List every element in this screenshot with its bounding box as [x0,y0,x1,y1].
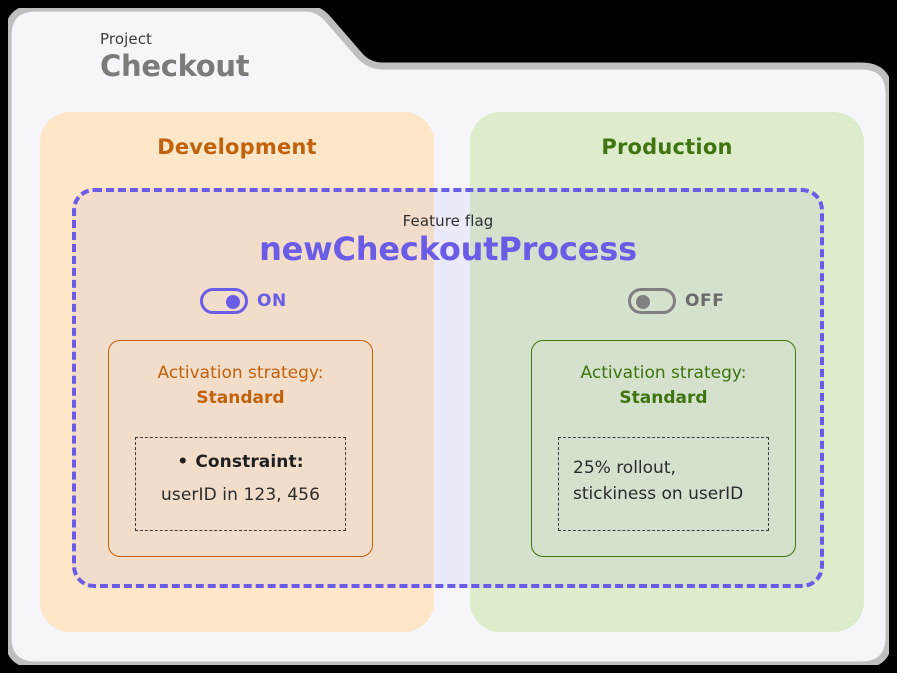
constraint-value: userID in 123, 456 [161,485,320,505]
constraint-label: Constraint: [195,452,304,472]
toggle-state-label-development: ON [257,291,287,311]
activation-strategy-label: Activation strategy: [580,363,747,383]
activation-strategy-card-development[interactable]: Activation strategy: Standard • Constrain… [108,340,373,557]
feature-flag-overlay[interactable]: Feature flag newCheckoutProcess ON OFF A… [72,188,824,588]
toggle-switch-off-icon[interactable] [628,288,676,314]
feature-flag-name: newCheckoutProcess [259,230,637,268]
constraint-box-development: • Constraint: userID in 123, 456 [135,437,346,531]
rollout-line-2: stickiness on userID [573,483,744,504]
bullet-icon: • [177,452,189,472]
feature-toggle-production[interactable]: OFF [628,288,724,314]
environment-title-development: Development [157,135,317,159]
feature-flag-kicker-label: Feature flag [402,212,494,230]
rollout-box-production: 25% rollout, stickiness on userID [558,437,769,531]
activation-strategy-value: Standard [619,387,708,408]
activation-strategy-heading-production: Activation strategy: Standard [532,361,795,410]
activation-strategy-card-production[interactable]: Activation strategy: Standard 25% rollou… [531,340,796,557]
environment-title-production: Production [601,135,733,159]
toggle-knob [636,295,650,309]
activation-strategy-heading-development: Activation strategy: Standard [109,361,372,410]
activation-strategy-value: Standard [196,387,285,408]
activation-strategy-label: Activation strategy: [157,363,324,383]
feature-toggle-development[interactable]: ON [200,288,287,314]
toggle-state-label-production: OFF [685,291,725,311]
constraint-heading: • Constraint: [136,452,345,472]
rollout-line-1: 25% rollout, [573,458,676,478]
toggle-knob [226,295,240,309]
toggle-switch-on-icon[interactable] [200,288,248,314]
